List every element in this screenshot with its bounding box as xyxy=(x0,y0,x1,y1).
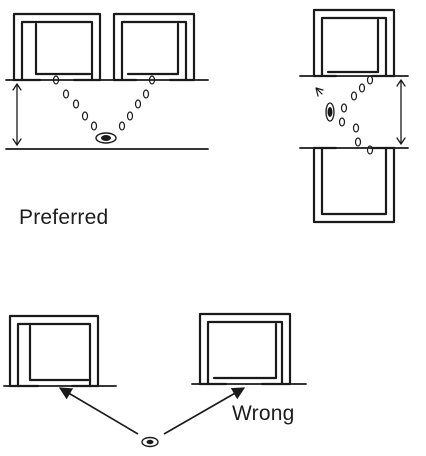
preferred-opposite-group xyxy=(299,8,409,224)
wrong-elevator-car-left xyxy=(8,314,100,388)
person-top-view-preferred xyxy=(95,132,117,144)
footprint-path-left xyxy=(52,75,98,131)
opposite-approach-arrow xyxy=(315,87,324,97)
wrong-elevator-car-right xyxy=(198,312,292,386)
preferred-label: Preferred xyxy=(19,206,109,229)
wrong-spaced-group xyxy=(3,312,307,448)
opposite-footprint-path xyxy=(338,75,374,155)
preferred-side-by-side-group xyxy=(5,12,209,150)
person-top-view-opposite xyxy=(325,102,335,122)
wrong-arrow-right xyxy=(163,387,246,435)
corridor-width-dimension xyxy=(12,83,22,146)
elevator-car-left xyxy=(12,12,102,82)
wrong-label: Wrong xyxy=(232,402,295,425)
person-top-view-wrong xyxy=(141,436,159,448)
elevator-car-upper xyxy=(312,8,396,78)
elevator-car-right xyxy=(112,12,196,82)
footprint-path-right xyxy=(118,75,156,131)
elevator-car-lower xyxy=(312,146,396,224)
opposite-corridor-dimension xyxy=(396,79,406,145)
wrong-arrow-left xyxy=(58,387,139,435)
